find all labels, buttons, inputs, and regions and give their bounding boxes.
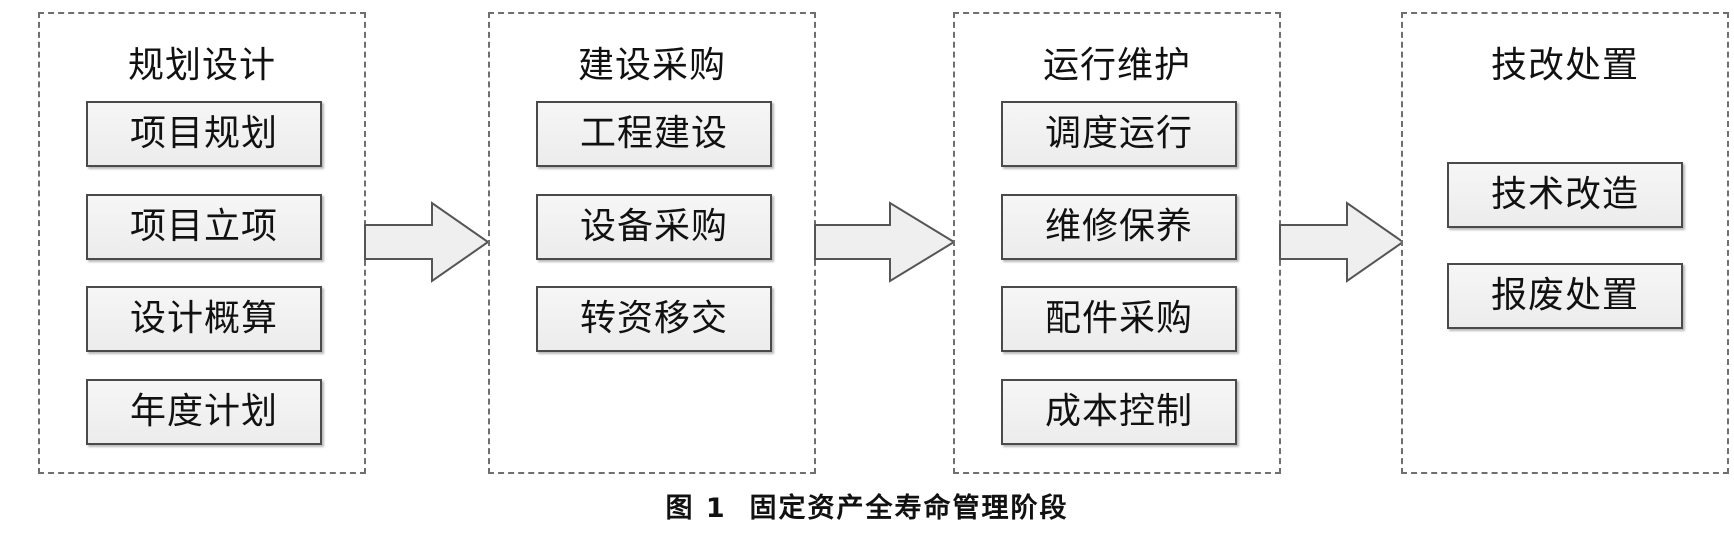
stage-title: 建设采购 [577, 45, 726, 86]
stage-title: 运行维护 [1042, 45, 1191, 86]
task-box: 调度运行 [1001, 101, 1237, 167]
flow-arrow-icon [364, 201, 490, 283]
stage-operation-maintenance: 运行维护 调度运行 维修保养 配件采购 成本控制 [953, 12, 1281, 474]
stage-title: 规划设计 [127, 45, 276, 86]
task-box: 工程建设 [536, 101, 772, 167]
task-box: 年度计划 [86, 379, 322, 445]
task-box: 项目立项 [86, 194, 322, 260]
stage-renovation-disposal: 技改处置 技术改造 报废处置 [1401, 12, 1729, 474]
task-box: 维修保养 [1001, 194, 1237, 260]
stage-construction-procurement: 建设采购 工程建设 设备采购 转资移交 [488, 12, 816, 474]
flow-arrow-icon [1279, 201, 1405, 283]
figure-caption: 图 1 固定资产全寿命管理阶段 [665, 493, 1069, 524]
task-box: 项目规划 [86, 101, 322, 167]
stage-title: 技改处置 [1490, 45, 1639, 86]
task-box: 报废处置 [1447, 263, 1683, 329]
task-box: 设备采购 [536, 194, 772, 260]
task-box: 技术改造 [1447, 162, 1683, 228]
task-box: 配件采购 [1001, 286, 1237, 352]
stage-planning-design: 规划设计 项目规划 项目立项 设计概算 年度计划 [38, 12, 366, 474]
task-box: 成本控制 [1001, 379, 1237, 445]
flow-arrow-icon [814, 201, 956, 283]
task-box: 转资移交 [536, 286, 772, 352]
task-box: 设计概算 [86, 286, 322, 352]
